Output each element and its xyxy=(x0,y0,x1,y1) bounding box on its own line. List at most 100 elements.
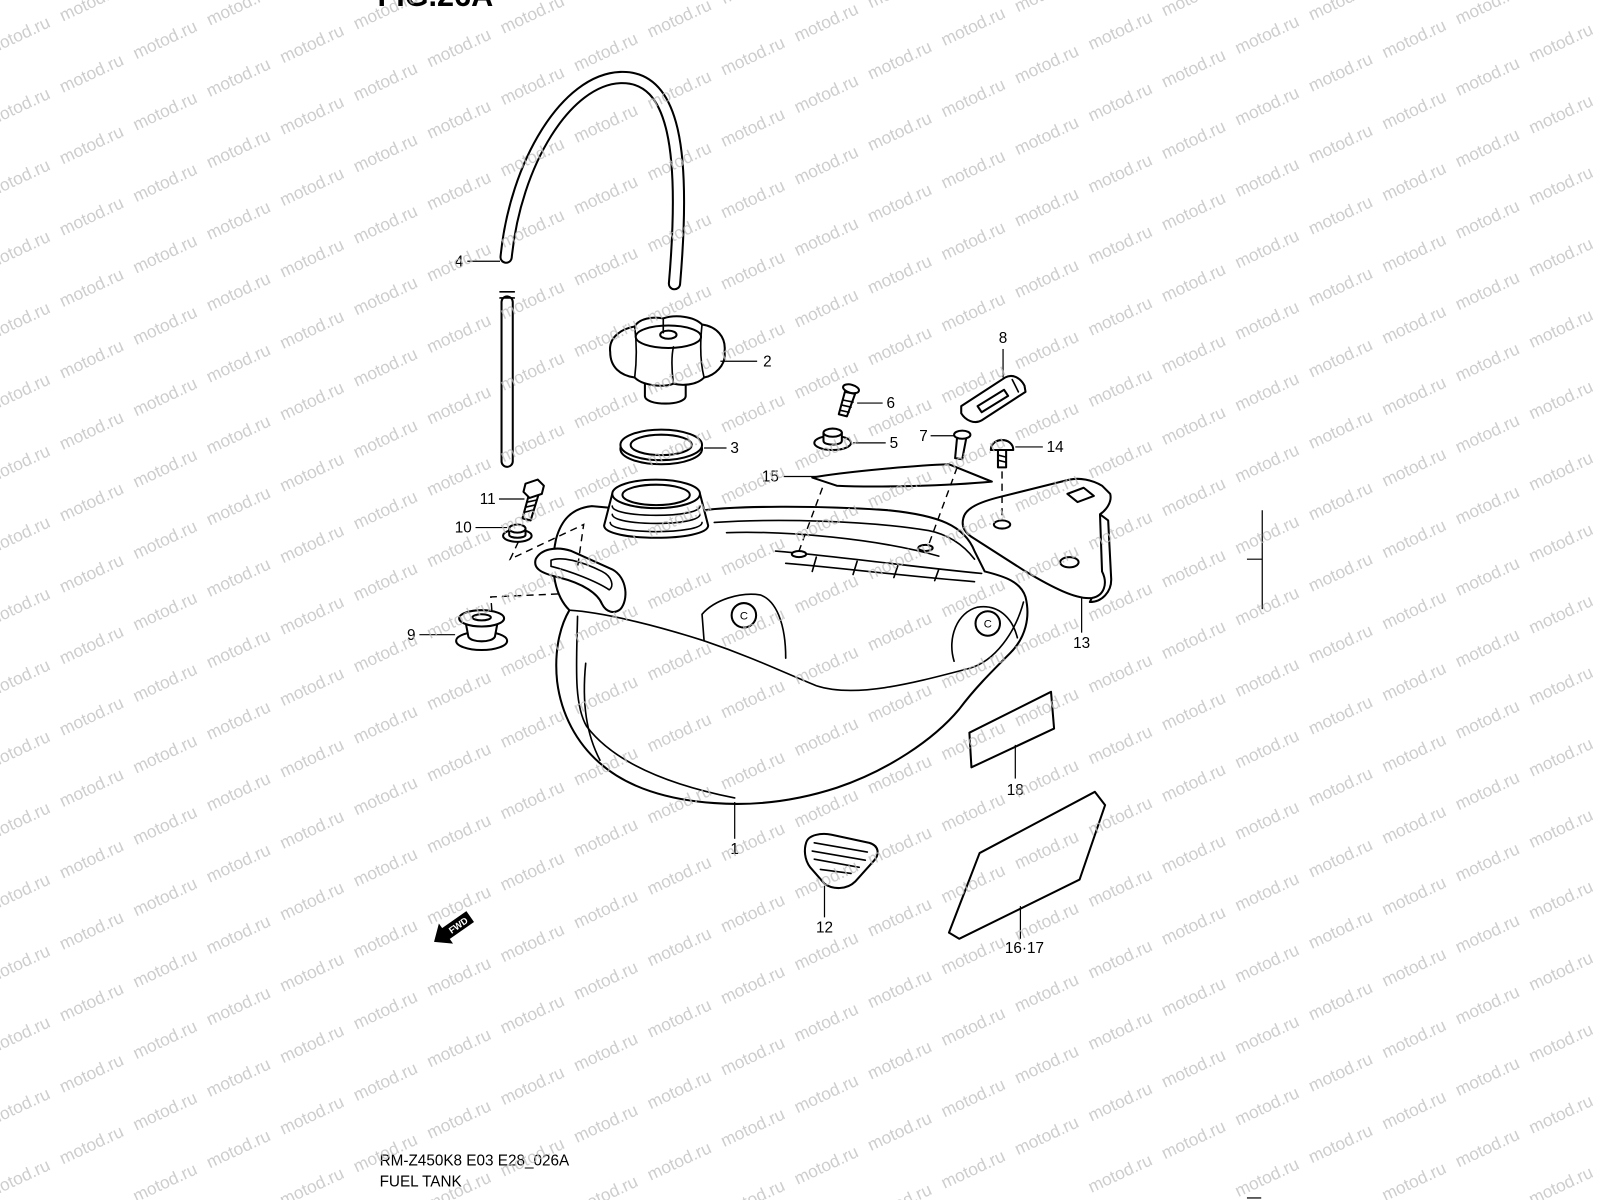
watermark-text: motod.ru xyxy=(1452,481,1522,528)
watermark-text: motod.ru xyxy=(203,554,273,601)
watermark-text: motod.ru xyxy=(1379,658,1449,705)
watermark-text: motod.ru xyxy=(203,982,273,1029)
watermark-text: motod.ru xyxy=(791,70,861,117)
watermark-text: motod.ru xyxy=(1158,545,1228,592)
watermark-text: motod.ru xyxy=(0,583,53,630)
watermark-text: motod.ru xyxy=(1232,1154,1302,1200)
watermark-text: motod.ru xyxy=(56,335,126,382)
tank-pad xyxy=(803,832,879,890)
watermark-text: motod.ru xyxy=(570,171,640,218)
rear-bracket-slot xyxy=(1066,486,1095,504)
watermark-text: motod.ru xyxy=(938,74,1008,121)
watermark-text: motod.ru xyxy=(1011,255,1081,302)
watermark-text: motod.ru xyxy=(1158,616,1228,663)
watermark-text: motod.ru xyxy=(0,798,53,845)
section-cut-mark xyxy=(1246,510,1263,610)
callout-4: 4 xyxy=(455,253,464,270)
watermark-text: motod.ru xyxy=(717,1175,787,1200)
watermark-text: motod.ru xyxy=(203,839,273,886)
screw-6-shaft xyxy=(837,390,857,418)
watermark-text: motod.ru xyxy=(1085,7,1155,54)
watermark-text: motod.ru xyxy=(1232,297,1302,344)
watermark-text: motod.ru xyxy=(350,915,420,962)
watermark-text: motod.ru xyxy=(1232,1011,1302,1058)
watermark-text: motod.ru xyxy=(1305,834,1375,881)
watermark-text: motod.ru xyxy=(1305,406,1375,453)
watermark-text: motod.ru xyxy=(0,512,53,559)
fuel-tank-left-recess xyxy=(701,593,787,659)
watermark-text: motod.ru xyxy=(56,550,126,597)
watermark-text: motod.ru xyxy=(1452,767,1522,814)
watermark-text: motod.ru xyxy=(1232,582,1302,629)
callout-11: 11 xyxy=(480,491,496,508)
callout-10: 10 xyxy=(455,520,472,537)
model-code: RM-Z450K8 E03 E28_026A xyxy=(380,1152,570,1169)
watermark-text: motod.ru xyxy=(1085,935,1155,982)
watermark-text: motod.ru xyxy=(130,1087,200,1134)
fuel-tank-right-recess xyxy=(950,605,1019,663)
watermark-text: motod.ru xyxy=(1379,229,1449,276)
watermark-text: motod.ru xyxy=(1305,620,1375,667)
watermark-text: motod.ru xyxy=(0,655,53,702)
watermark-text: motod.ru xyxy=(497,990,567,1037)
watermark-text: motod.ru xyxy=(1526,1162,1596,1200)
fuel-tank-top-ridge xyxy=(713,519,976,560)
watermark-text: motod.ru xyxy=(350,843,420,890)
watermark-text: motod.ru xyxy=(570,28,640,75)
rear-bracket-hole-front xyxy=(992,519,1012,530)
watermark-text: motod.ru xyxy=(423,1096,493,1143)
tank-label-16-17 xyxy=(947,790,1107,940)
watermark-text: motod.ru xyxy=(1379,801,1449,848)
watermark-text: motod.ru xyxy=(1085,435,1155,482)
watermark-text: motod.ru xyxy=(277,306,347,353)
callout-12: 12 xyxy=(816,920,833,937)
watermark-text: motod.ru xyxy=(203,911,273,958)
watermark-text: motod.ru xyxy=(570,957,640,1004)
bolt-14-threads xyxy=(997,454,1007,464)
watermark-text: motod.ru xyxy=(1452,196,1522,243)
watermark-text: motod.ru xyxy=(717,389,787,436)
watermark-text: motod.ru xyxy=(1379,586,1449,633)
watermark-text: motod.ru xyxy=(56,50,126,97)
watermark-text: motod.ru xyxy=(1379,443,1449,490)
watermark-text: motod.ru xyxy=(0,869,53,916)
watermark-text: motod.ru xyxy=(350,272,420,319)
watermark-text: motod.ru xyxy=(1232,939,1302,986)
callout-5: 5 xyxy=(890,435,899,452)
watermark-text: motod.ru xyxy=(864,179,934,226)
screw-7-shaft xyxy=(954,435,968,461)
callout-13: 13 xyxy=(1073,635,1090,652)
watermark-text: motod.ru xyxy=(1526,805,1596,852)
watermark-text: motod.ru xyxy=(938,1003,1008,1050)
watermark-text: motod.ru xyxy=(423,953,493,1000)
watermark-text: motod.ru xyxy=(1011,183,1081,230)
watermark-text: motod.ru xyxy=(1232,368,1302,415)
watermark-text: motod.ru xyxy=(1379,729,1449,776)
watermark-text: motod.ru xyxy=(1379,372,1449,419)
watermark-text: motod.ru xyxy=(423,167,493,214)
watermark-text: motod.ru xyxy=(1526,90,1596,137)
watermark-text: motod.ru xyxy=(1085,650,1155,697)
watermark-text: motod.ru xyxy=(1305,906,1375,953)
watermark-text: motod.ru xyxy=(1305,120,1375,167)
breather-hose xyxy=(499,70,686,468)
watermark-text: motod.ru xyxy=(1158,1116,1228,1163)
watermark-text: motod.ru xyxy=(1526,590,1596,637)
watermark-text: motod.ru xyxy=(0,940,53,987)
watermark-text: motod.ru xyxy=(864,1108,934,1155)
watermark-text: motod.ru xyxy=(423,667,493,714)
watermark-text: motod.ru xyxy=(1011,1112,1081,1159)
screw-6-threads xyxy=(838,399,854,414)
watermark-text: motod.ru xyxy=(1232,11,1302,58)
watermark-text: motod.ru xyxy=(130,1159,200,1200)
watermark-text: motod.ru xyxy=(277,520,347,567)
watermark-text: motod.ru xyxy=(1452,981,1522,1028)
watermark-text: motod.ru xyxy=(1232,654,1302,701)
watermark-text: motod.ru xyxy=(423,738,493,785)
watermark-text: motod.ru xyxy=(1011,40,1081,87)
callout-2: 2 xyxy=(763,353,772,370)
callout-6: 6 xyxy=(887,395,896,412)
callout-15: 15 xyxy=(762,469,779,486)
watermark-text: motod.ru xyxy=(350,772,420,819)
